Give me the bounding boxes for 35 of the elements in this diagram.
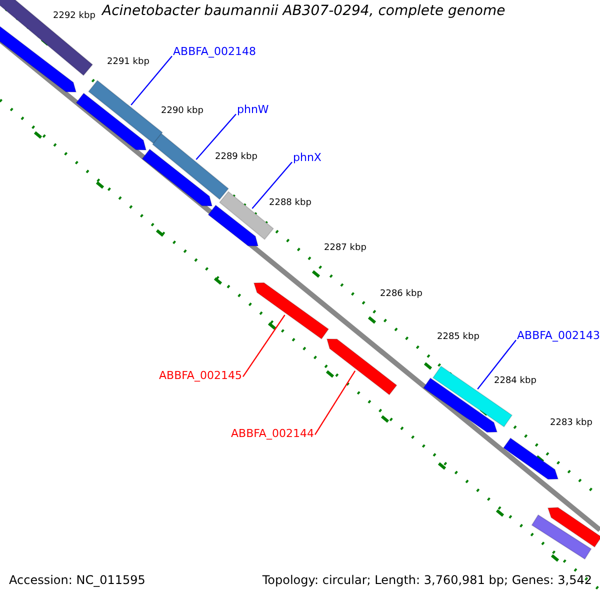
gene-feature-bar [88, 80, 164, 144]
scale-label: 2285 kbp [437, 333, 480, 343]
leader-line [314, 370, 356, 436]
scale-label: 2283 kbp [550, 419, 592, 429]
gene-feature-bar [531, 514, 592, 560]
gene-label: ABBFA_002148 [173, 46, 256, 58]
gene-feature-bar [502, 437, 559, 480]
scale-label: 2288 kbp [269, 199, 312, 209]
leader-line [242, 314, 286, 378]
leader-line [477, 340, 516, 390]
scale-label: 2290 kbp [161, 107, 204, 117]
leader-line [130, 56, 172, 106]
scale-label: 2289 kbp [215, 153, 258, 163]
gene-feature-bar [253, 282, 330, 340]
leader-line [196, 114, 236, 160]
title: Acinetobacter baumannii AB307-0294, complete genome [102, 4, 506, 20]
leader-line [252, 162, 292, 209]
gene-feature-bar [76, 92, 147, 151]
gene-feature-bar [208, 204, 259, 247]
gene-label: phnW [237, 104, 269, 116]
gene-label: ABBFA_002145 [159, 370, 242, 382]
scale-label: 2291 kbp [107, 58, 150, 68]
footer-text: Topology: circular; Length: 3,760,981 bp; Genes: 3,542 [262, 574, 592, 588]
gene-label: ABBFA_002143 [517, 330, 600, 342]
footer-text: Accession: NC_011595 [9, 574, 146, 588]
scale-label: 2287 kbp [324, 244, 366, 254]
gene-label: ABBFA_002144 [231, 428, 314, 440]
gene-feature-bar [0, 0, 94, 76]
scale-label: 2286 kbp [380, 290, 422, 300]
scale-label: 2292 kbp [53, 12, 96, 22]
gene-feature-bar [547, 507, 600, 548]
gene-label: phnX [293, 152, 322, 164]
scale-label: 2284 kbp [494, 377, 536, 387]
gene-feature-bar [326, 338, 398, 396]
gene-feature-bar [142, 148, 213, 207]
